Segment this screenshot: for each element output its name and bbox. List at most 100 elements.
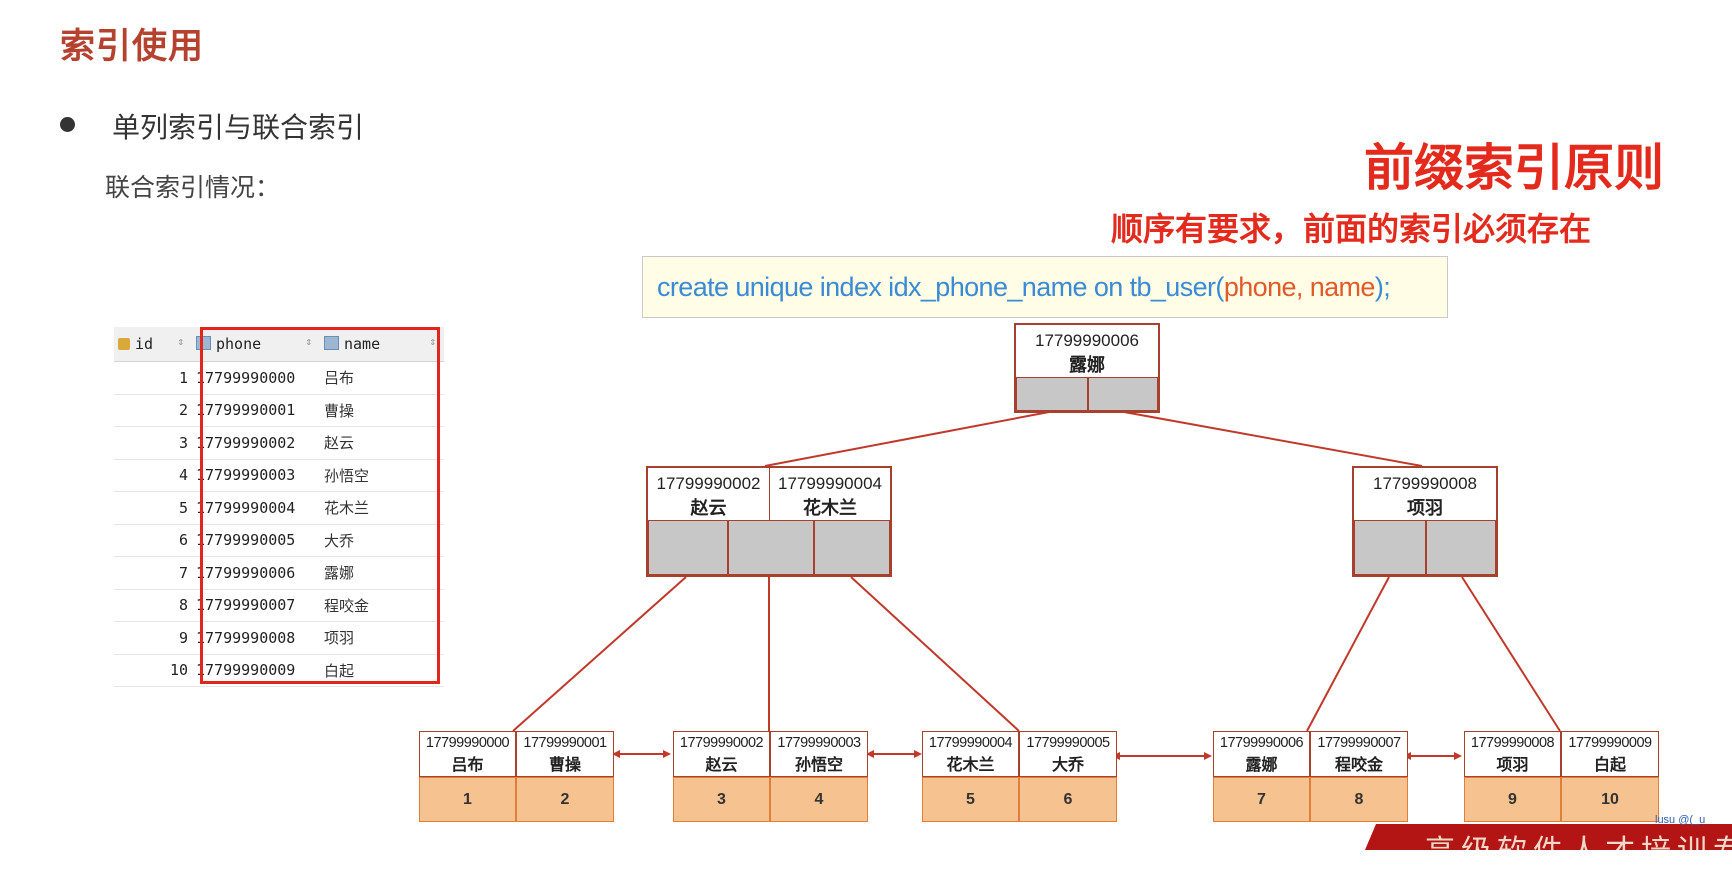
column-header-phone[interactable]: phone⇕ xyxy=(192,327,320,362)
cell-id[interactable]: 5 xyxy=(114,491,192,525)
cell-name[interactable]: 大乔 xyxy=(320,524,444,557)
sort-icon[interactable]: ⇕ xyxy=(305,335,312,348)
cell-name[interactable]: 曹操 xyxy=(320,394,444,427)
leaf-key-text: 17799990008 项羽 xyxy=(1465,735,1560,775)
leaf-row-id: 5 xyxy=(922,777,1019,822)
cell-name[interactable]: 程咬金 xyxy=(320,589,444,622)
watermark: lusu @(_u xyxy=(1655,814,1706,826)
bullet-dot xyxy=(60,117,75,132)
arrowhead xyxy=(1204,752,1212,760)
cell-phone[interactable]: 17799990007 xyxy=(192,589,320,622)
arrowhead xyxy=(663,750,671,758)
cell-id[interactable]: 7 xyxy=(114,556,192,590)
leaf-name: 程咬金 xyxy=(1334,757,1383,774)
arrowhead xyxy=(866,750,874,758)
cell-phone[interactable]: 17799990002 xyxy=(192,426,320,460)
cell-id[interactable]: 2 xyxy=(114,394,192,427)
cell-name[interactable]: 项羽 xyxy=(320,621,444,655)
arrowhead xyxy=(914,750,922,758)
cell-phone[interactable]: 17799990003 xyxy=(192,459,320,492)
pointer-cell xyxy=(648,520,728,575)
sql-prefix: create unique index idx_phone_name on tb… xyxy=(657,272,1224,302)
brand-banner: 高级软件人才培训专家 xyxy=(1365,824,1732,850)
cell-phone[interactable]: 17799990004 xyxy=(192,491,320,525)
cell-id[interactable]: 10 xyxy=(114,654,192,687)
sort-icon[interactable]: ⇕ xyxy=(429,335,436,348)
cell-id[interactable]: 1 xyxy=(114,361,192,395)
leaf-row-id: 4 xyxy=(770,777,868,822)
cell-name[interactable]: 花木兰 xyxy=(320,491,444,525)
column-header-name-label: name xyxy=(344,335,381,353)
cell-id[interactable]: 6 xyxy=(114,524,192,557)
tree-root-node: 17799990006 露娜 xyxy=(1014,323,1160,413)
principle-title: 前缀索引原则 xyxy=(1364,140,1664,196)
column-header-name[interactable]: name ⇕ xyxy=(320,327,444,362)
leaf-row-id: 10 xyxy=(1561,777,1659,822)
cell-id[interactable]: 4 xyxy=(114,459,192,492)
key-name: 花木兰 xyxy=(803,498,857,519)
leaf-name: 大乔 xyxy=(1051,757,1084,774)
leaf-row-id: 1 xyxy=(419,777,516,822)
pointer-cell xyxy=(1088,377,1158,411)
leaf-phone: 17799990003 xyxy=(777,735,861,751)
edge-internal-leaf3 xyxy=(850,576,1020,732)
tree-connectors xyxy=(512,411,1561,760)
internal-key: 17799990002 赵云 xyxy=(648,474,769,520)
leaf-phone: 17799990008 xyxy=(1470,735,1555,751)
cell-id[interactable]: 9 xyxy=(114,621,192,655)
cell-name[interactable]: 赵云 xyxy=(320,426,444,460)
leaf-row-id: 2 xyxy=(516,777,614,822)
leaf-name: 曹操 xyxy=(548,757,581,774)
cell-name[interactable]: 露娜 xyxy=(320,556,444,590)
cell-name[interactable]: 孙悟空 xyxy=(320,459,444,492)
key-phone: 17799990002 xyxy=(656,474,761,493)
leaf-name: 孙悟空 xyxy=(794,757,843,774)
column-header-id[interactable]: id ⇕ xyxy=(114,327,192,362)
leaf-name: 赵云 xyxy=(705,757,738,774)
leaf-key: 17799990003 孙悟空 xyxy=(770,731,868,777)
leaf-name: 项羽 xyxy=(1496,757,1529,774)
cell-id[interactable]: 8 xyxy=(114,589,192,622)
leaf-row-id: 6 xyxy=(1019,777,1117,822)
pointer-cell xyxy=(814,520,890,575)
sort-icon[interactable]: ⇕ xyxy=(177,335,184,348)
cell-name[interactable]: 吕布 xyxy=(320,361,444,395)
tree-internal-node-left: 17799990002 赵云 17799990004 花木兰 xyxy=(646,466,892,577)
leaf-name: 白起 xyxy=(1593,757,1626,774)
leaf-name: 吕布 xyxy=(451,757,484,774)
cell-phone[interactable]: 17799990006 xyxy=(192,556,320,590)
cell-id[interactable]: 3 xyxy=(114,426,192,460)
cell-phone[interactable]: 17799990001 xyxy=(192,394,320,427)
tree-internal-node-right: 17799990008 项羽 xyxy=(1352,466,1498,577)
leaf-row-id: 7 xyxy=(1213,777,1310,822)
page-title: 索引使用 xyxy=(60,27,205,66)
banner-text: 高级软件人才培训专家 xyxy=(1425,834,1732,869)
subheading: 联合索引情况： xyxy=(105,174,281,202)
root-key: 17799990006 露娜 xyxy=(1016,331,1158,377)
leaf-name: 露娜 xyxy=(1245,757,1278,774)
pointer-cell xyxy=(1354,520,1426,575)
cell-phone[interactable]: 17799990000 xyxy=(192,361,320,395)
pointer-cell xyxy=(1016,377,1088,411)
column-header-id-label: id xyxy=(135,335,154,353)
cell-phone[interactable]: 17799990005 xyxy=(192,524,320,557)
divider xyxy=(769,468,770,520)
cell-phone[interactable]: 17799990008 xyxy=(192,621,320,655)
leaf-row-id: 3 xyxy=(673,777,770,822)
